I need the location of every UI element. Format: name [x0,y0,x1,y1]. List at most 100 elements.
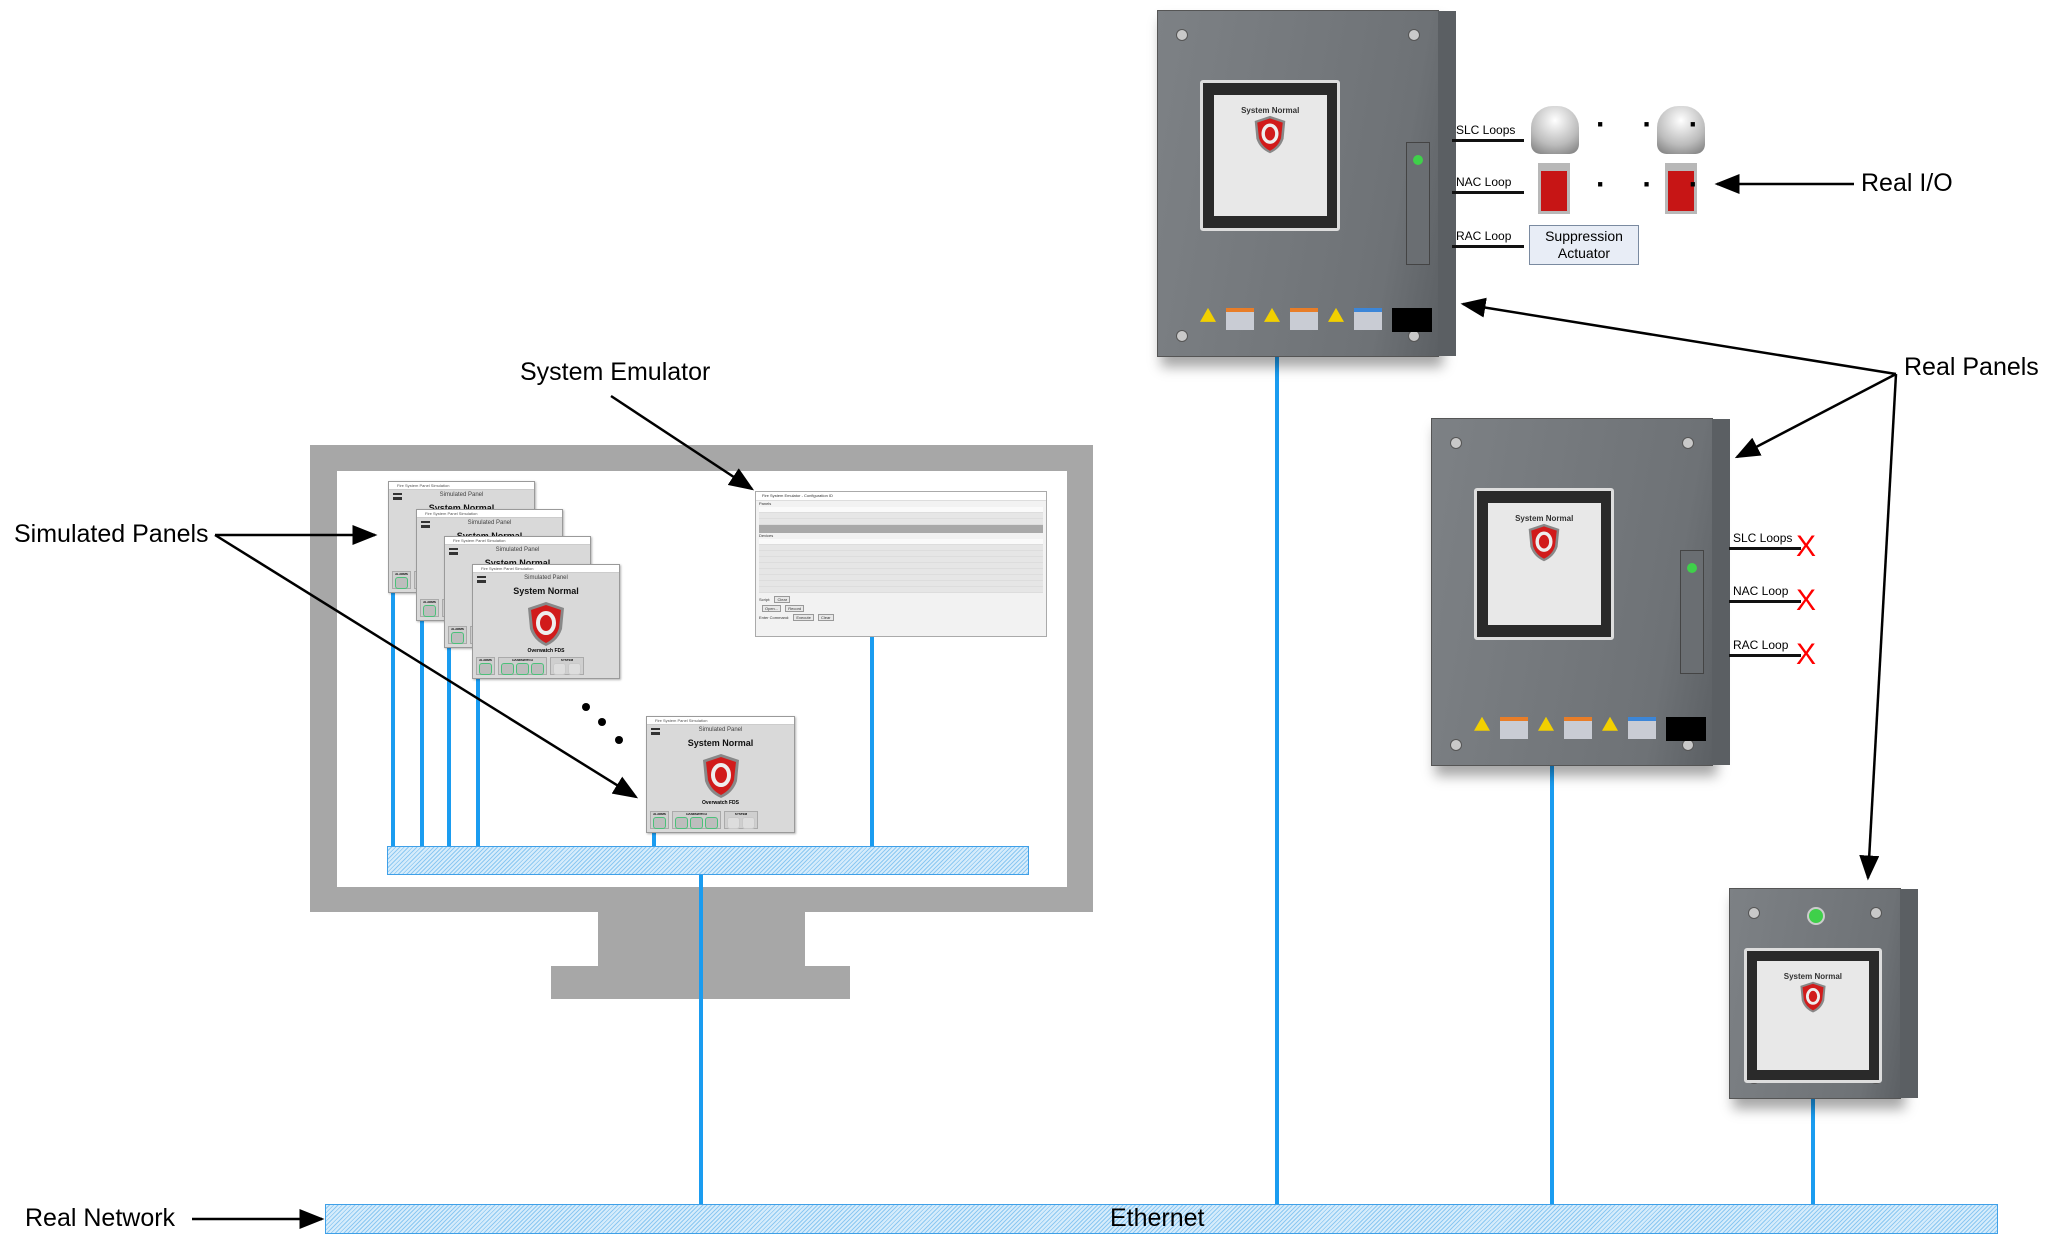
window-title-bar: Fire System Panel Simulation [473,565,619,573]
panel-status: System Normal [484,558,551,568]
sim-panel-link-5 [652,830,656,846]
handswitch-button[interactable] [690,817,703,829]
panel-title: Simulated Panel [467,520,512,526]
enclosure-side [1438,11,1456,356]
devices-table-row[interactable] [759,575,1043,581]
devices-table-row[interactable] [759,563,1043,569]
alarm-button[interactable] [451,632,464,644]
bolt-icon [1408,29,1420,41]
alarm-button[interactable] [653,817,666,829]
system-group: SYSTEM [550,657,584,675]
display-screen: System Normal [1213,94,1327,217]
real-panel-1: System Normal [1157,10,1456,357]
clear-command-button[interactable]: Clear [817,614,834,621]
ethernet-bus [325,1204,1998,1234]
panels-table-empty [759,525,1043,533]
system-button[interactable] [568,663,581,675]
system-button[interactable] [742,817,755,829]
real-network-label: Real Network [25,1204,176,1232]
brand-label: Overwatch FDS [702,800,739,806]
ellipsis-dot [582,703,590,711]
display-screen: System Normal [1487,502,1601,625]
hamburger-menu-icon[interactable] [477,576,486,583]
overwatch-shield-icon [1528,523,1560,562]
devices-table-header [759,539,1043,545]
overwatch-shield-icon [702,754,739,798]
panel-status: System Normal [687,738,754,748]
handswitch-button[interactable] [501,663,514,675]
slc-ellipsis: · · · [1596,108,1713,141]
system-button[interactable] [727,817,740,829]
alarm-button[interactable] [479,663,492,675]
devices-table-row[interactable] [759,581,1043,587]
simulated-panel-window[interactable]: Fire System Panel Simulation Simulated P… [472,564,620,679]
devices-table-row[interactable] [759,551,1043,557]
alarm-button[interactable] [395,577,408,589]
arrow-real-panel-3 [1859,373,1898,881]
display-screen: System Normal [1757,960,1869,1070]
devices-table-row[interactable] [759,569,1043,575]
handswitch-button[interactable] [705,817,718,829]
alarm-button[interactable] [423,605,436,617]
smoke-detector-icon [1657,106,1705,154]
display-status: System Normal [1515,514,1574,524]
handswitch-button[interactable] [531,663,544,675]
panel-title: Simulated Panel [495,547,540,553]
hamburger-menu-icon[interactable] [421,521,430,528]
simulated-panel-window[interactable]: Fire System Panel Simulation Simulated P… [646,716,795,833]
execute-button[interactable]: Execute [793,614,814,621]
bolt-icon [1748,907,1760,919]
panel-button-bar: ALARMS HANDSWITCH SYSTEM [476,657,616,675]
panel-status: System Normal [428,503,495,513]
virtual-network-bus [387,846,1029,875]
real-panels-label: Real Panels [1904,353,2039,381]
system-emulator-window[interactable]: Fire System Emulator - Configuration ID … [755,491,1047,637]
devices-table-row[interactable] [759,545,1043,551]
panel-title: Simulated Panel [439,492,484,498]
nac-loop-label: NAC Loop [1451,175,1525,194]
system-button[interactable] [553,663,566,675]
open-button[interactable]: Open... [762,605,782,612]
warning-labels [1474,716,1706,741]
side-control-strip [1406,142,1430,265]
enclosure-side [1712,419,1730,765]
hamburger-menu-icon[interactable] [449,548,458,555]
nameplate [1392,307,1432,332]
panels-table-row[interactable] [759,519,1043,525]
handswitch-button[interactable] [675,817,688,829]
bolt-icon [1870,907,1882,919]
notification-module-icon [1665,163,1697,214]
group-label: SYSTEM [560,658,574,662]
status-led-icon [1687,563,1697,574]
shield-logo: Overwatch FDS [701,753,741,806]
real-io-label: Real I/O [1861,169,1953,197]
nameplate [1666,716,1706,741]
ellipsis-dot [615,736,623,744]
alarms-group: ALARMS [448,626,467,644]
hamburger-menu-icon[interactable] [651,728,660,735]
warning-labels [1200,307,1432,332]
touch-display: System Normal [1743,947,1883,1084]
devices-table-row[interactable] [759,587,1043,593]
actuator-label-1: Suppression [1545,228,1623,244]
ellipsis-dot [598,718,606,726]
panels-table-row[interactable] [759,513,1043,519]
real-panel-2-link [1550,764,1554,1204]
emulator-panels-label: Panels [759,501,772,506]
devices-table-row[interactable] [759,557,1043,563]
enclosure-side [1900,889,1918,1098]
sim-panel-link-4 [476,676,480,846]
hamburger-menu-icon[interactable] [393,493,402,500]
bolt-icon [1682,437,1694,449]
sim-panel-link-1 [391,590,395,846]
emulator-link [870,634,874,846]
arrow-simulated-panels-2 [214,533,639,799]
handswitch-button[interactable] [516,663,529,675]
sim-panel-link-3 [447,645,451,846]
record-button[interactable]: Record [785,605,805,612]
clear-script-button[interactable]: Clear [774,596,791,603]
bolt-icon [1176,29,1188,41]
disconnected-x-icon: X [1796,584,1817,617]
rac-loop-label: RAC Loop [1451,229,1525,248]
